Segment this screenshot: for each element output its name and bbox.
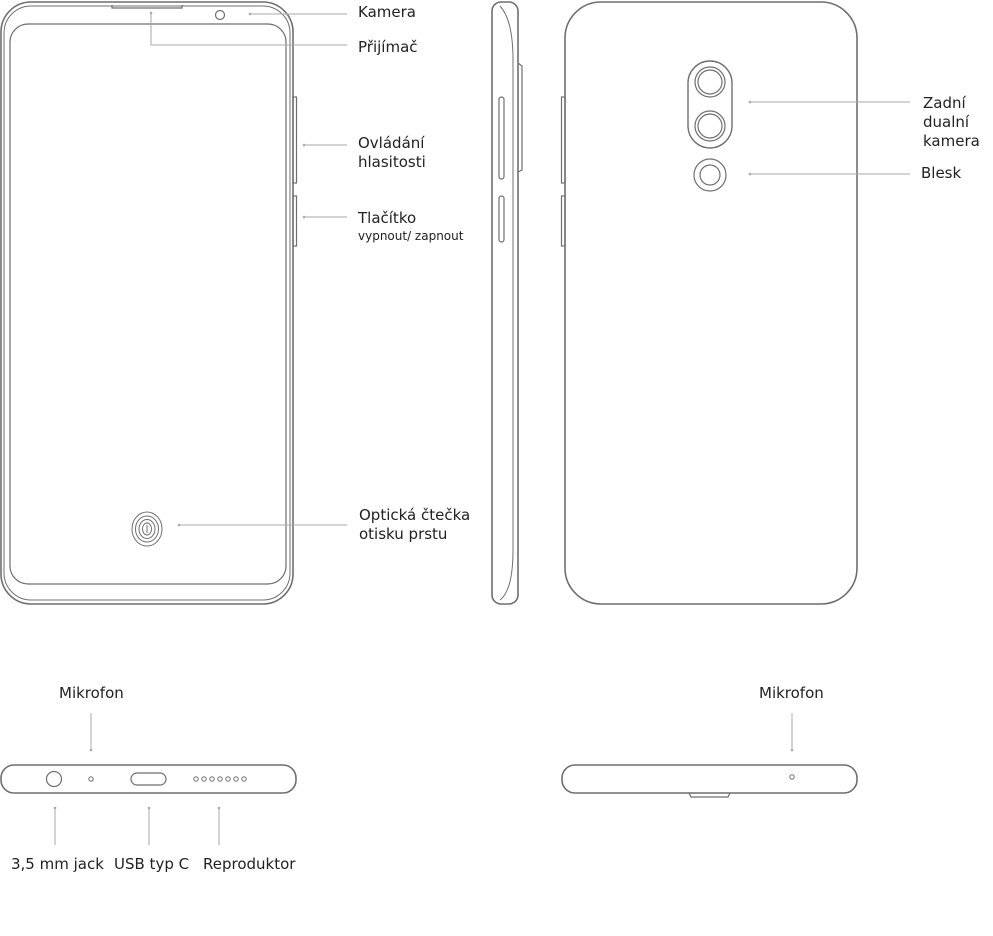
label-flash: Blesk [921,164,962,182]
usb-c-port-icon [130,772,167,786]
leader-receiver [150,13,347,46]
flash-icon [693,158,727,192]
front-screen [9,23,287,585]
top-microphone-hole-icon [789,774,795,780]
side-volume-button [498,96,505,180]
bottom-microphone-hole-icon [88,776,94,782]
back-volume-button [560,96,566,184]
side-camera-bump [517,62,523,173]
label-speaker: Reproduktor [203,855,296,873]
label-mic-top: Mikrofon [759,684,824,702]
label-receiver: Přijímač [358,38,418,56]
earpiece-receiver [111,5,183,9]
bottom-edge-view [0,764,297,794]
label-volume-line2: hlasitosti [358,153,426,171]
bottom-edge-outline [0,764,297,794]
front-body-inner-edge [3,5,291,601]
label-power-line2: vypnout/ zapnout [358,229,464,243]
side-body-outline [491,1,519,605]
label-fingerprint-line2: otisku prstu [359,525,448,543]
label-fingerprint-line1: Optická čtečka [359,506,471,524]
rear-dual-camera-icon [687,60,733,149]
side-view [491,1,523,605]
front-view [0,1,298,605]
top-edge-view [561,764,858,798]
front-power-button [292,195,298,247]
headphone-jack-icon [45,770,63,788]
label-rear-camera-line3: kamera [923,132,980,150]
back-view [560,1,858,605]
front-camera-icon [214,9,226,21]
front-volume-button [292,96,298,184]
top-edge-outline [561,764,858,794]
label-camera: Kamera [358,3,416,21]
speaker-grille-icon [193,776,247,782]
label-rear-camera-line1: Zadní [923,94,966,112]
top-edge-camera-bump [688,792,731,798]
label-rear-camera-line2: dualní [923,113,970,131]
side-power-button [498,195,505,243]
leader-dots [53,11,794,810]
leader-lines [54,13,910,845]
back-power-button [560,195,566,247]
label-volume-line1: Ovládání [358,134,425,152]
label-mic-bottom: Mikrofon [59,684,124,702]
front-body-outline [0,1,294,605]
label-power-line1: Tlačítko [358,209,417,227]
label-usb: USB typ C [114,855,190,873]
back-body-outline [564,1,858,605]
side-body-curve [499,5,514,601]
label-jack: 3,5 mm jack [11,855,104,873]
fingerprint-icon [131,511,163,547]
